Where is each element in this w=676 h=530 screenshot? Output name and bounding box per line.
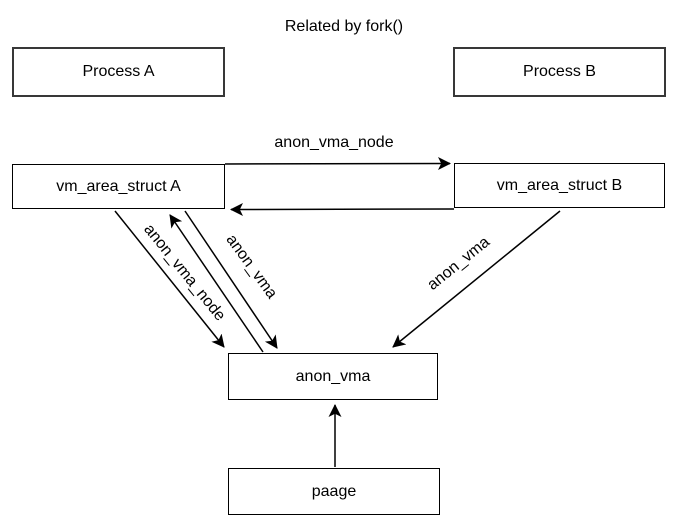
node-process-b: Process B	[453, 47, 666, 97]
edge-label-anon-vma-node-top: anon_vma_node	[274, 134, 394, 151]
node-process-a-label: Process A	[82, 63, 155, 80]
node-process-b-label: Process B	[523, 63, 596, 80]
node-vm-area-struct-b: vm_area_struct B	[454, 163, 665, 208]
edge-a-to-anon-vma-node	[114, 210, 225, 348]
edge-a-to-anon-vma	[184, 210, 278, 349]
node-anon-vma: anon_vma	[228, 353, 438, 400]
node-vm-area-struct-a: vm_area_struct A	[12, 164, 225, 209]
node-vm-area-struct-a-label: vm_area_struct A	[56, 177, 181, 195]
node-page-label: paage	[311, 482, 357, 500]
edge-top-a-to-b	[224, 157, 451, 171]
node-page: paage	[228, 468, 440, 515]
node-anon-vma-label: anon_vma	[295, 367, 371, 385]
node-process-a: Process A	[12, 47, 225, 97]
edge-bottom-b-to-a	[230, 202, 455, 216]
node-vm-area-struct-b-label: vm_area_struct B	[496, 176, 623, 194]
edge-b-to-anon-vma	[392, 210, 561, 348]
edge-anon-vma-to-a	[169, 214, 264, 353]
diagram-title: Related by fork()	[284, 18, 404, 35]
